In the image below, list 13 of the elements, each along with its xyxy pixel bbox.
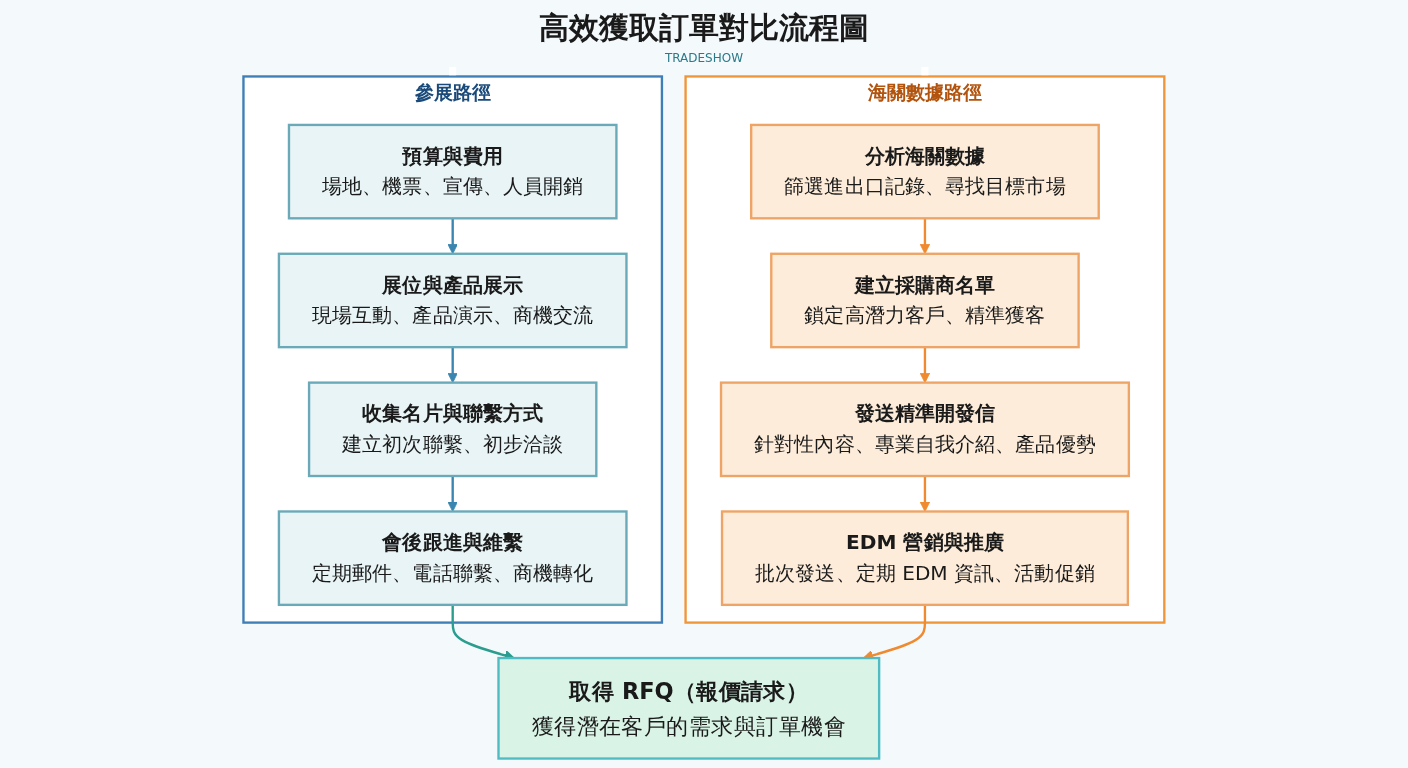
node-box: 展位與產品展示 現場互動、產品演示、商機交流	[277, 252, 628, 349]
diagram-title: 高效獲取訂單對比流程圖	[539, 9, 869, 47]
arrow	[919, 476, 931, 512]
node-box: EDM 營銷與推廣 批次發送、定期 EDM 資訊、活動促銷	[720, 510, 1130, 607]
node-box: 發送精準開發信 針對性內容、專業自我介紹、產品優勢	[719, 381, 1131, 478]
arrow	[447, 476, 458, 512]
sign-text: TRADESHOW	[664, 51, 744, 65]
node-box: 預算與費用 場地、機票、宣傳、人員開銷	[287, 123, 618, 220]
node-box: 會後跟進與維繫 定期郵件、電話聯繫、商機轉化	[277, 510, 628, 607]
node-box: 分析海關數據 篩選進出口記錄、尋找目標市場	[750, 123, 1100, 220]
node-box: 收集名片與聯繫方式 建立初次聯繫、初步洽談	[308, 381, 598, 478]
node-box: 建立採購商名單 鎖定高潛力客戶、精準獲客	[770, 252, 1080, 349]
node-box: 取得 RFQ（報價請求） 獲得潛在客戶的需求與訂單機會	[497, 656, 881, 760]
